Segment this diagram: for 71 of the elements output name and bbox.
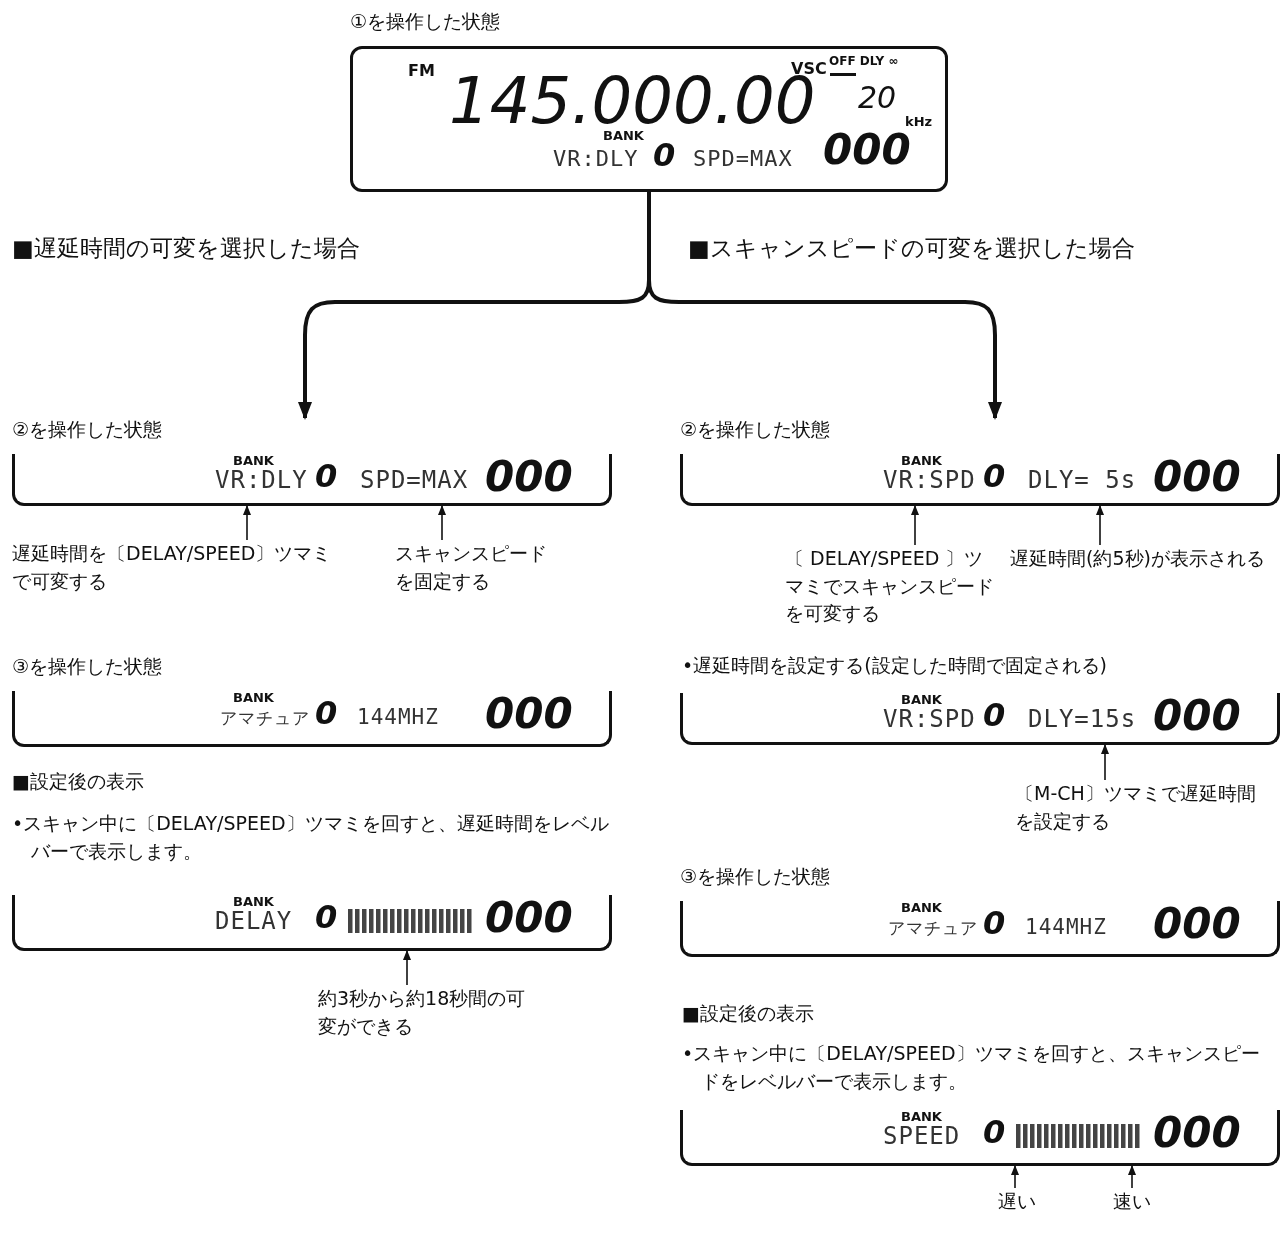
callout-text: 遅延時間を〔DELAY/SPEED〕ツマミで可変する [12,541,333,594]
lcd-text: 144MHZ [1025,917,1107,938]
channel-number: 000 [1153,903,1241,945]
callout-text: スキャンスピードを固定する [395,541,548,594]
lcd-text: DELAY [215,909,293,933]
display-caption: ①を操作した状態 [350,10,501,33]
bank-number: 0 [653,139,676,171]
channel-number: 000 [485,456,573,498]
callout-text: 遅延時間(約5秒)が表示される [1010,546,1266,571]
subheading: ■設定後の表示 [682,1001,815,1026]
leader-arrow [1101,744,1109,781]
channel-number: 000 [823,129,911,171]
callout-text: 〔M-CH〕ツマミで遅延時間を設定する [1015,781,1257,834]
unit-label: kHz [905,115,933,128]
note-text: •スキャン中に〔DELAY/SPEED〕ツマミを回すと、スキャンスピードをレベルバーで表示します。 [682,1041,1261,1094]
leader-arrow [1128,1165,1136,1189]
callout-text: 約3秒から約18秒間の可変ができる [318,986,527,1039]
bank-number: 0 [315,697,338,729]
lcd-text: SPD=MAX [693,148,793,170]
bank-indicator: BANK [233,691,274,704]
lcd-text: VR:SPD [883,468,976,492]
lcd-text: アマチュア [220,710,310,727]
lcd-text: DLY= 5s [1028,468,1137,492]
leader-arrow [403,950,411,986]
bank-indicator: BANK [901,901,942,914]
bank-indicator: BANK [901,454,942,467]
bank-indicator: BANK [603,129,644,142]
bank-number: 0 [315,460,338,492]
lcd-text: SPEED [883,1124,961,1148]
bank-number: 0 [983,907,1006,939]
lcd-text: DLY=15s [1028,707,1137,731]
lcd-text: アマチュア [888,920,978,937]
display-caption: ③を操作した状態 [12,655,163,678]
lcd-text: VR:DLY [553,148,639,170]
callout-text: 遅い [998,1189,1037,1214]
display-caption: ③を操作した状態 [680,865,831,888]
note-text: •遅延時間を設定する(設定した時間で固定される) [682,653,1109,678]
channel-number: 000 [1153,1112,1241,1154]
channel-number: 000 [1153,456,1241,498]
leader-arrow [1096,505,1104,546]
bank-indicator: BANK [901,1110,942,1123]
section-heading: ■スキャンスピードの可変を選択した場合 [688,234,1136,263]
leader-arrow [438,505,446,541]
bank-number: 0 [315,901,338,933]
channel-number: 000 [485,897,573,939]
mode-indicator: FM [408,63,435,79]
bank-number: 0 [983,1116,1006,1148]
callout-text: 〔 DELAY/SPEED 〕ツマミでスキャンスピードを可変する [785,546,995,627]
bank-indicator: BANK [233,454,274,467]
leader-arrow [1011,1165,1019,1189]
lcd-text: 144MHZ [357,707,439,728]
subheading: ■設定後の表示 [12,769,145,794]
branch-arrow [647,192,1002,420]
channel-number: 000 [485,693,573,735]
channel-number: 000 [1153,695,1241,737]
step-readout: 20 [858,83,897,113]
delay-mode-indicator: OFF DLY ∞ [829,55,899,67]
bank-indicator: BANK [901,693,942,706]
bank-number: 0 [983,699,1006,731]
bank-indicator: BANK [233,895,274,908]
section-heading: ■遅延時間の可変を選択した場合 [12,234,361,263]
display-caption: ②を操作した状態 [12,418,163,441]
lcd-text: VR:DLY [215,468,308,492]
lcd-text: VR:SPD [883,707,976,731]
leader-arrow [911,505,919,546]
leader-arrow [243,505,251,541]
display-caption: ②を操作した状態 [680,418,831,441]
bank-number: 0 [983,460,1006,492]
note-text: •スキャン中に〔DELAY/SPEED〕ツマミを回すと、遅延時間をレベルバーで表示します。 [12,811,610,864]
lcd-text: SPD=MAX [360,468,469,492]
callout-text: 速い [1113,1189,1152,1214]
